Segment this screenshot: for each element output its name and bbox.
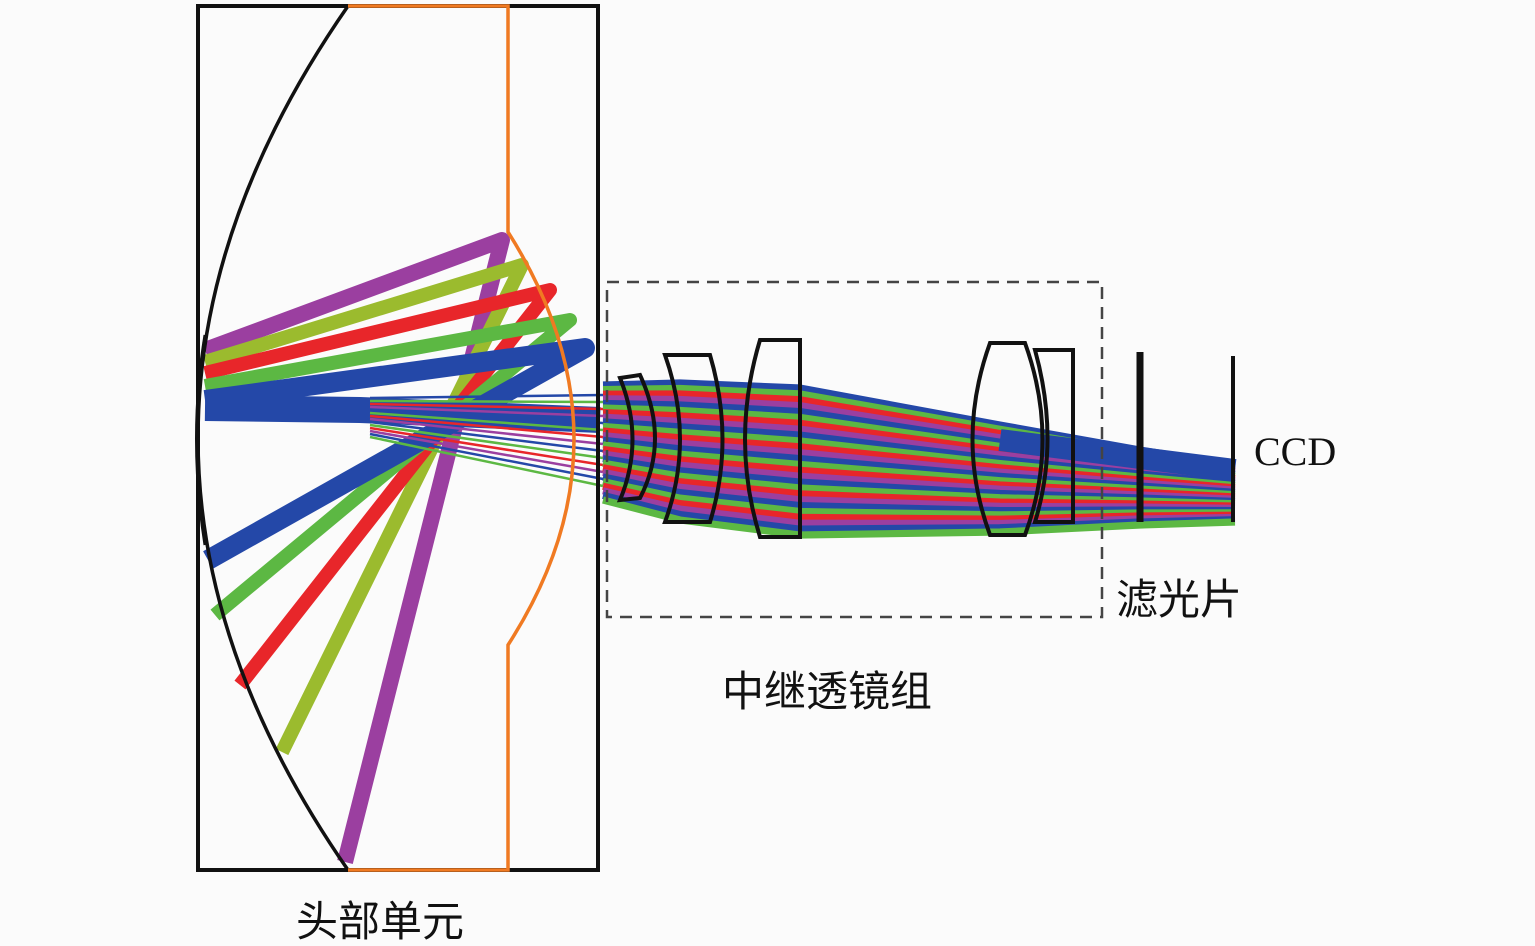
ray-line [369,408,604,425]
inner-lens-surface [195,334,207,546]
primary-mirror-surface [196,5,350,871]
filter-label: 滤光片 [1116,575,1243,624]
head-unit-ray-bundles [202,232,604,864]
secondary-mirror-outline [348,4,576,872]
relay-lens-group-label: 中继透镜组 [722,667,933,716]
relay-ray-bundle [602,379,1237,539]
ray-line [369,417,604,446]
lens-2 [662,353,725,524]
ray-band-green [203,313,577,621]
ray-line [369,411,604,432]
lens-5 [1032,348,1075,524]
ccd-label: CCD [1254,429,1337,474]
head-unit-label: 头部单元 [296,897,465,946]
ray-line [369,423,604,460]
ray-line [369,432,604,481]
lens-4 [970,341,1045,537]
ray-line [369,426,604,467]
ray-line [369,429,604,474]
ray-line [369,414,604,439]
ray-line [369,393,604,400]
lens-3 [743,338,802,539]
ray-line [369,405,604,418]
ray-band-purple [202,232,510,864]
lens-1 [616,372,657,503]
ray-band-blue [203,338,595,569]
relay-lenses [616,338,1075,539]
relay-lens-group-box [605,280,1104,619]
ray-band-olive [202,258,529,756]
ray-line [369,435,604,488]
ray-line [369,402,604,411]
ray-band-blue-main [204,395,601,433]
ray-band-red [203,283,557,690]
ray-line [369,420,604,453]
ray-line [369,399,604,404]
